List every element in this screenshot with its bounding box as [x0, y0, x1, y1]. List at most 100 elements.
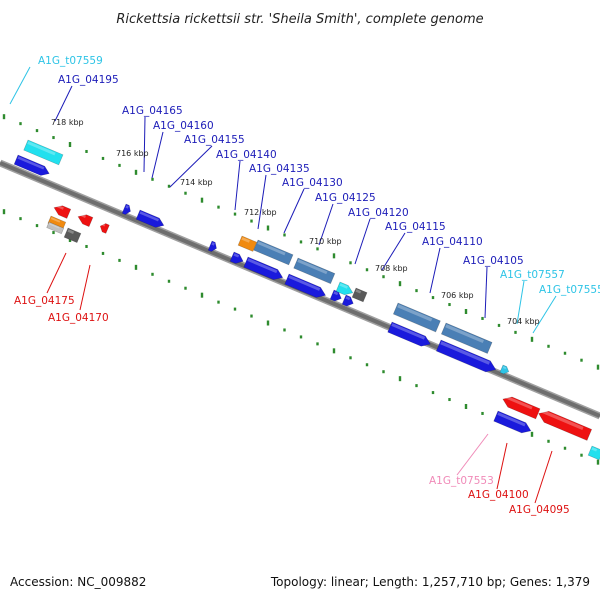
kbp-label: 706 kbp	[441, 291, 474, 300]
gene-label-a1g-04095[interactable]: A1G_04095	[509, 504, 570, 516]
connector-line	[429, 247, 441, 294]
ruler-tick	[596, 459, 600, 465]
gene-feature[interactable]	[293, 257, 336, 285]
gene-label-a1g-04110[interactable]: A1G_04110	[422, 236, 483, 248]
ruler-tick	[85, 244, 88, 248]
gene-feature[interactable]	[587, 445, 600, 461]
gene-feature[interactable]	[493, 410, 533, 436]
gene-label-a1g-04195[interactable]: A1G_04195	[58, 74, 119, 86]
ruler-tick	[2, 209, 6, 215]
ruler-tick	[431, 296, 435, 300]
kbp-label: 710 kbp	[309, 237, 342, 246]
gene-label-a1g-04160[interactable]: A1G_04160	[153, 120, 214, 132]
gene-feature[interactable]	[440, 322, 493, 354]
ruler-tick	[134, 169, 138, 175]
connector-line	[9, 66, 31, 105]
gene-feature[interactable]	[135, 209, 166, 230]
connector-line	[456, 433, 489, 476]
gene-label-a1g-04105[interactable]: A1G_04105	[463, 255, 524, 267]
gene-feature[interactable]	[501, 394, 541, 420]
gene-feature[interactable]	[351, 287, 368, 303]
connector-line	[234, 160, 241, 211]
gene-label-a1g-t07557[interactable]: A1G_t07557	[500, 269, 565, 281]
gene-label-a1g-t07559[interactable]: A1G_t07559	[38, 55, 103, 67]
gene-feature[interactable]	[243, 256, 285, 283]
ruler-tick	[514, 330, 517, 334]
gene-feature[interactable]	[387, 321, 433, 349]
ruler-tick	[316, 247, 319, 251]
ruler-tick	[250, 219, 253, 223]
ruler-tick	[233, 212, 237, 216]
gene-label-a1g-t07555[interactable]: A1G_t07555	[539, 284, 600, 296]
gene-feature[interactable]	[237, 235, 258, 252]
gene-feature[interactable]	[13, 154, 51, 178]
kbp-label: 708 kbp	[375, 264, 408, 273]
connector-line	[283, 188, 305, 234]
gene-label-a1g-04170[interactable]: A1G_04170	[48, 312, 109, 324]
ruler-tick	[283, 233, 286, 237]
gene-labels: A1G_t07559 A1G_04195 A1G_04165 A1G_04160…	[14, 55, 600, 516]
ruler-labels: 718 kbp 716 kbp 714 kbp 712 kbp 710 kbp …	[51, 118, 540, 326]
connector-line	[257, 174, 267, 230]
gene-label-a1g-04130[interactable]: A1G_04130	[282, 177, 343, 189]
ruler-tick	[52, 136, 55, 140]
gene-feature[interactable]	[207, 240, 218, 253]
gene-label-a1g-04155[interactable]: A1G_04155	[184, 134, 245, 146]
connector-line	[381, 232, 406, 271]
map-title: Rickettsia rickettsii str. 'Sheila Smith…	[116, 12, 483, 27]
ruler-tick	[266, 225, 270, 231]
gene-label-a1g-04100[interactable]: A1G_04100	[468, 489, 529, 501]
ruler-tick	[580, 358, 583, 362]
gene-feature[interactable]	[63, 227, 82, 244]
gene-label-a1g-04125[interactable]: A1G_04125	[315, 192, 376, 204]
gene-label-a1g-04140[interactable]: A1G_04140	[216, 149, 277, 161]
connector-line	[532, 295, 557, 334]
gene-feature[interactable]	[76, 212, 94, 228]
gene-feature[interactable]	[46, 221, 65, 235]
ruler-tick	[266, 320, 270, 326]
ruler-tick	[2, 114, 6, 120]
gene-feature[interactable]	[341, 294, 355, 308]
gene-feature[interactable]	[253, 239, 294, 266]
ruler-tick	[596, 364, 600, 370]
kbp-label: 716 kbp	[116, 149, 149, 158]
gene-feature[interactable]	[284, 273, 328, 300]
gene-feature[interactable]	[23, 139, 64, 166]
gene-feature[interactable]	[99, 222, 110, 234]
gene-label-a1g-t07553[interactable]: A1G_t07553	[429, 475, 494, 487]
gene-feature[interactable]	[392, 302, 441, 333]
gene-label-a1g-04120[interactable]: A1G_04120	[348, 207, 409, 219]
gene-feature[interactable]	[52, 203, 72, 219]
ruler-tick	[365, 363, 369, 367]
ruler-tick	[448, 398, 451, 402]
ruler-tick	[563, 446, 567, 450]
ruler-tick	[547, 439, 550, 443]
ruler-tick	[19, 217, 22, 221]
gene-feature[interactable]	[536, 408, 593, 441]
ruler-tick	[134, 264, 138, 270]
ruler-tick	[332, 253, 336, 259]
gene-label-a1g-04115[interactable]: A1G_04115	[385, 221, 446, 233]
gene-feature[interactable]	[229, 251, 245, 266]
ruler-tick	[151, 177, 154, 181]
gene-label-a1g-04165[interactable]: A1G_04165	[122, 105, 183, 117]
ruler-tick	[118, 258, 121, 262]
ruler-tick	[481, 316, 484, 320]
kbp-label: 714 kbp	[180, 178, 213, 187]
gene-feature[interactable]	[335, 281, 355, 297]
gene-label-a1g-04175[interactable]: A1G_04175	[14, 295, 75, 307]
ruler-tick	[415, 289, 418, 293]
ruler-tick	[563, 351, 567, 355]
ruler-tick	[52, 231, 55, 235]
gene-feature[interactable]	[499, 364, 510, 375]
gene-feature[interactable]	[121, 203, 132, 216]
ruler-tick	[101, 251, 105, 255]
gene-feature[interactable]	[435, 339, 498, 375]
label-connectors	[9, 66, 557, 504]
gene-label-a1g-04135[interactable]: A1G_04135	[249, 163, 310, 175]
ruler-tick	[118, 163, 121, 167]
ruler-tick	[299, 335, 303, 339]
ruler-tick	[547, 344, 550, 348]
connector-line	[534, 450, 553, 504]
ruler-tick	[167, 279, 171, 283]
